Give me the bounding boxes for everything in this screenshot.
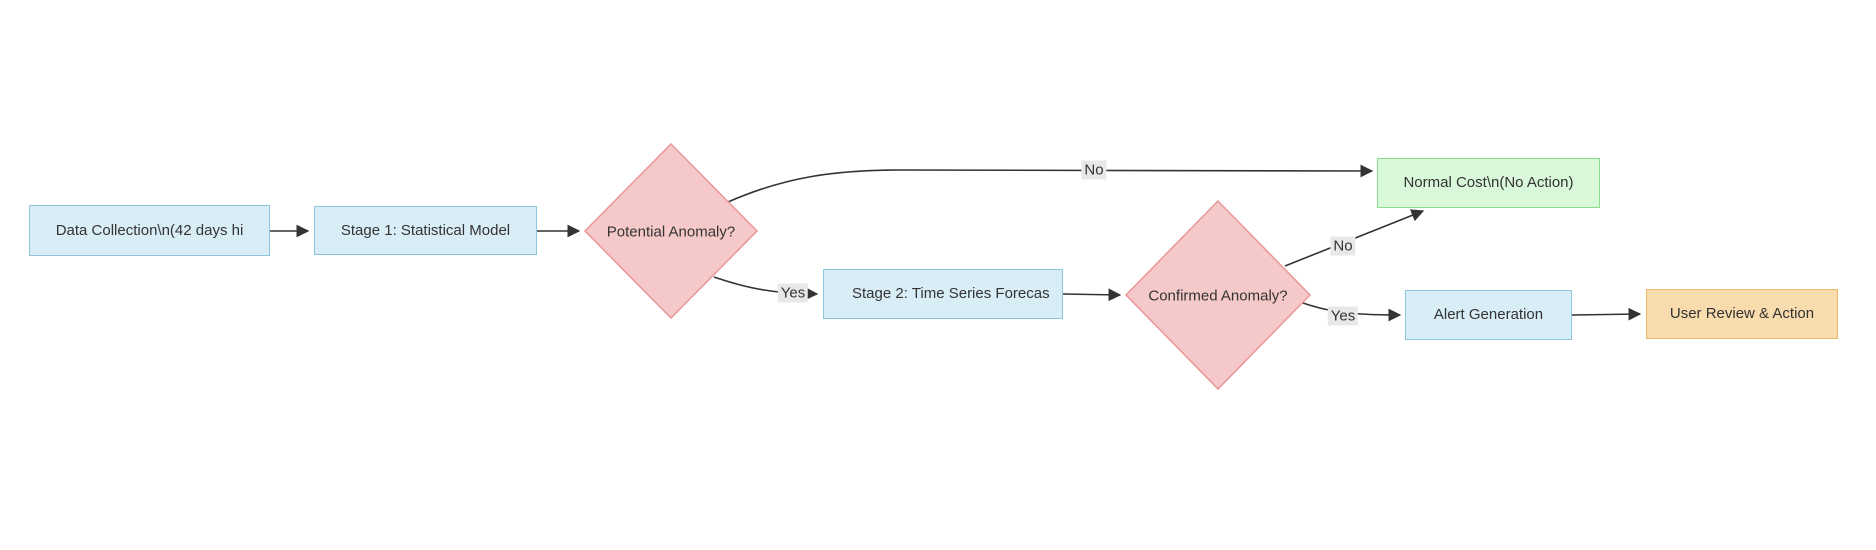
node-data-collection: Data Collection\n(42 days hi [29, 205, 270, 256]
edge-label-confirmed-yes: Yes [1327, 306, 1359, 326]
node-stage2: Stage 2: Time Series Forecas [823, 269, 1063, 319]
node-stage2-label: Stage 2: Time Series Forecas [852, 285, 1050, 302]
node-stage1: Stage 1: Statistical Model [314, 206, 537, 255]
node-data-collection-label: Data Collection\n(42 days hi [55, 221, 244, 239]
node-alert-generation: Alert Generation [1405, 290, 1572, 340]
node-potential-anomaly-label: Potential Anomaly? [606, 223, 736, 241]
edge-label-confirmed-no: No [1330, 236, 1356, 256]
edge-label-potential-yes: Yes [777, 283, 809, 303]
edge-potential-no-to-normal [727, 164, 1374, 203]
node-alert-generation-label: Alert Generation [1433, 306, 1544, 323]
edge-stage2-to-confirmed [1062, 288, 1122, 302]
decision-potential-anomaly-shape [583, 142, 759, 320]
node-normal-cost-label: Normal Cost\n(No Action) [1403, 174, 1574, 191]
node-user-review-label: User Review & Action [1669, 305, 1815, 322]
node-confirmed-anomaly-label: Confirmed Anomaly? [1148, 287, 1288, 305]
node-stage1-label: Stage 1: Statistical Model [340, 221, 511, 239]
edge-alert-to-review [1571, 307, 1642, 321]
node-user-review: User Review & Action [1646, 289, 1838, 339]
decision-confirmed-anomaly-shape [1124, 199, 1312, 391]
edge-label-potential-no: No [1081, 160, 1107, 180]
node-normal-cost: Normal Cost\n(No Action) [1377, 158, 1600, 208]
